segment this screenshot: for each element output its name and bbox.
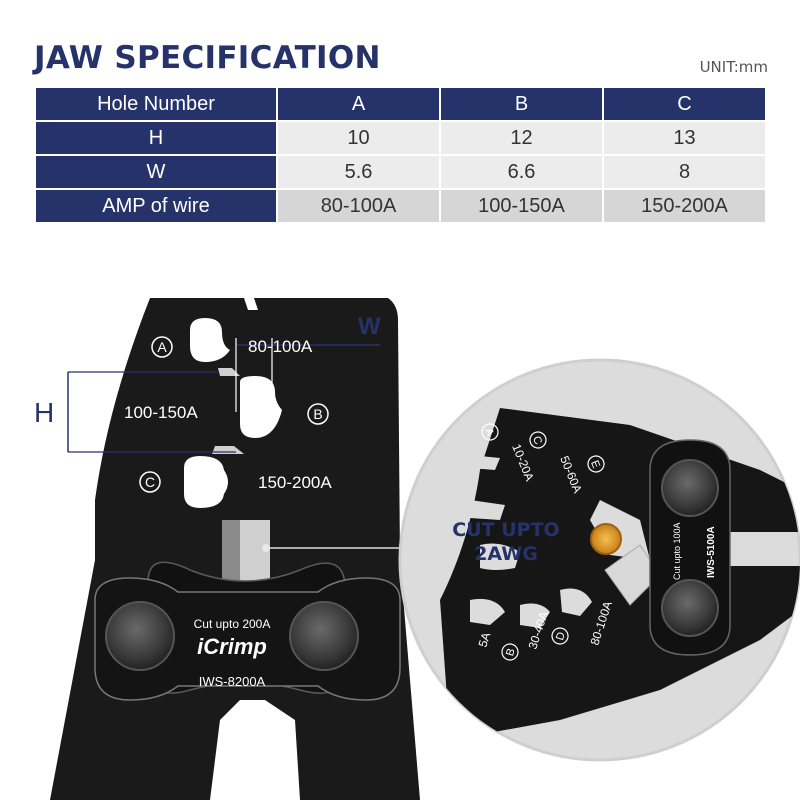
h-dimension-label: H bbox=[34, 397, 54, 428]
table-cell: 6.6 bbox=[441, 156, 602, 188]
zoom-holes-bottom bbox=[470, 588, 592, 628]
zoom-marker-e-circle bbox=[587, 455, 605, 473]
row-label: AMP of wire bbox=[36, 190, 276, 222]
table-header-row: Hole Number A B C bbox=[36, 88, 765, 120]
table-cell: 8 bbox=[604, 156, 765, 188]
zoom-marker-b: B bbox=[504, 647, 518, 658]
jaw-notch bbox=[244, 298, 258, 310]
table-cell: 80-100A bbox=[278, 190, 439, 222]
zoom-marker-d-circle bbox=[551, 627, 569, 645]
hole-a bbox=[190, 318, 230, 362]
marker-c-text: C bbox=[145, 474, 155, 490]
zoom-marker-a-circle bbox=[481, 423, 499, 441]
callout-line-2: 2AWG bbox=[474, 543, 538, 565]
hole-a-range: 80-100A bbox=[248, 337, 313, 356]
pivot-bolt-left bbox=[105, 601, 175, 671]
zoom-marker-e: E bbox=[588, 459, 602, 470]
zoom-range-5a: 5A bbox=[476, 631, 494, 649]
pivot-bolt-right bbox=[289, 601, 359, 671]
model-number: IWS-8200A bbox=[199, 674, 266, 689]
header-hole-number: Hole Number bbox=[36, 88, 276, 120]
table-cell: 5.6 bbox=[278, 156, 439, 188]
header-b: B bbox=[441, 88, 602, 120]
unit-label: UNIT:mm bbox=[699, 58, 768, 76]
brand-logo: iCrimp bbox=[197, 634, 267, 659]
marker-b-text: B bbox=[313, 406, 322, 422]
jaw-spec-table: Hole Number A B C H 10 12 13 W 5.6 6.6 8… bbox=[34, 86, 767, 224]
page-title: JAW SPECIFICATION bbox=[34, 40, 381, 76]
zoom-plate-text: Cut upto 100A bbox=[672, 522, 682, 580]
zoom-bolt-bottom bbox=[661, 579, 719, 637]
pointer-dot bbox=[262, 544, 270, 552]
zoom-marker-c: C bbox=[530, 434, 544, 446]
table-row-w: W 5.6 6.6 8 bbox=[36, 156, 765, 188]
row-label: H bbox=[36, 122, 276, 154]
table-cell: 10 bbox=[278, 122, 439, 154]
w-dimension-label: W bbox=[358, 313, 381, 340]
table-cell: 12 bbox=[441, 122, 602, 154]
zoom-detail: CUT UPTO 2AWG A 10-20A C 50-60A E 5A B 3… bbox=[398, 358, 800, 762]
hole-b-range: 100-150A bbox=[124, 403, 198, 422]
callout-line-1: CUT UPTO bbox=[452, 519, 559, 541]
zoom-bolt-top bbox=[661, 459, 719, 517]
table-cell: 13 bbox=[604, 122, 765, 154]
header-c: C bbox=[604, 88, 765, 120]
zoom-marker-b-circle bbox=[501, 643, 519, 661]
jaw-gap bbox=[218, 368, 240, 376]
hole-c-range: 150-200A bbox=[258, 473, 332, 492]
zoom-marker-a: A bbox=[482, 427, 496, 439]
marker-b-circle bbox=[307, 403, 329, 425]
table-cell: 150-200A bbox=[604, 190, 765, 222]
table-row-h: H 10 12 13 bbox=[36, 122, 765, 154]
cutter-blade bbox=[222, 520, 240, 590]
marker-a-circle bbox=[151, 336, 173, 358]
zoom-marker-d: D bbox=[554, 631, 568, 642]
hole-c bbox=[184, 456, 228, 508]
wire-cross-section bbox=[590, 523, 622, 555]
marker-c-circle bbox=[139, 471, 161, 493]
table-row-amp: AMP of wire 80-100A 100-150A 150-200A bbox=[36, 190, 765, 222]
row-label: W bbox=[36, 156, 276, 188]
table-cell: 100-150A bbox=[441, 190, 602, 222]
marker-a-text: A bbox=[157, 339, 167, 355]
zoom-model-number: IWS-5100A bbox=[706, 526, 717, 578]
zoom-holes bbox=[470, 455, 520, 570]
zoom-marker-c-circle bbox=[529, 431, 547, 449]
header-a: A bbox=[278, 88, 439, 120]
plate-cut-text: Cut upto 200A bbox=[194, 617, 271, 631]
